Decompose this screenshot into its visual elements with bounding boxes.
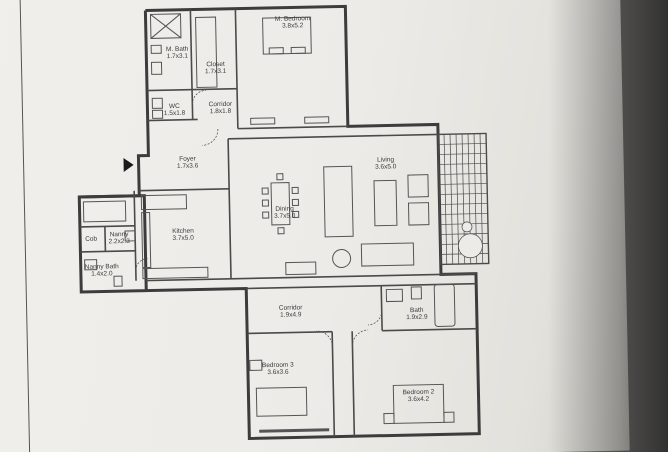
shower	[149, 13, 182, 39]
label-bath: Bath 1.9x2.9	[406, 307, 428, 322]
label-bedroom3: Bedroom 3 3.6x3.6	[262, 362, 294, 377]
room-size: 3.8x5.2	[281, 22, 304, 30]
room-size: 1.7x3.1	[166, 52, 189, 61]
door-swings	[135, 89, 383, 347]
room-size: 1.7x3.1	[204, 67, 227, 76]
interior-walls	[79, 8, 478, 437]
room-size: 1.4x2.0	[91, 270, 113, 278]
sofa	[323, 165, 354, 238]
label-master-bath: M. Bath 1.7x3.1	[166, 46, 189, 60]
label-living: Living 3.6x5.0	[374, 156, 397, 171]
label-kitchen: Kitchen 3.7x5.0	[172, 228, 194, 242]
master-bed	[262, 16, 312, 55]
room-size: 1.8x1.8	[209, 107, 232, 116]
bathtub	[433, 283, 456, 327]
label-foyer: Foyer 1.7x3.6	[176, 155, 199, 170]
room-size: 2.2x2.3	[108, 237, 130, 246]
room-name: Cob	[85, 235, 98, 243]
label-cob: Cob	[85, 236, 97, 243]
floor-plan-page: M. Bedroom 3.8x5.2 M. Bath 1.7x3.1 Close…	[0, 0, 630, 452]
label-nanny-bath: Nanny Bath 1.4x2.0	[85, 263, 119, 278]
room-size: 1.5x1.8	[163, 109, 186, 118]
label-closet: Closet 1.7x3.1	[204, 61, 227, 76]
room-size: 3.7x5.0	[273, 212, 296, 220]
label-wc: WC 1.5x1.8	[163, 103, 186, 118]
room-size: 3.6x4.2	[407, 395, 430, 404]
room-size: 1.9x2.9	[406, 313, 428, 322]
label-dining: Dining 3.7x5.0	[273, 205, 296, 220]
label-nanny: Nanny 2.2x2.3	[108, 231, 130, 246]
page-margin-line	[19, 0, 31, 452]
floor-plan-drawing	[19, 0, 490, 452]
label-master-bedroom: M. Bedroom 3.8x5.2	[275, 15, 311, 30]
bed-3	[255, 386, 308, 417]
outer-walls	[77, 4, 481, 440]
bed-2	[392, 383, 445, 424]
furniture	[82, 13, 456, 433]
label-bedroom2: Bedroom 2 3.6x4.2	[402, 389, 434, 404]
entry-arrow-icon	[123, 158, 134, 173]
tv-unit	[360, 242, 415, 267]
balcony-grid	[437, 132, 490, 266]
dining-table	[270, 182, 291, 226]
room-size: 3.6x5.0	[374, 163, 397, 171]
room-size: 3.6x3.6	[267, 368, 289, 377]
room-size: 1.7x3.6	[176, 162, 199, 170]
room-size: 1.9x4.9	[280, 311, 302, 319]
label-corridor-bottom: Corridor 1.9x4.9	[279, 304, 303, 318]
label-corridor-top: Corridor 1.8x1.8	[209, 101, 233, 115]
room-size: 3.7x5.0	[172, 234, 194, 243]
